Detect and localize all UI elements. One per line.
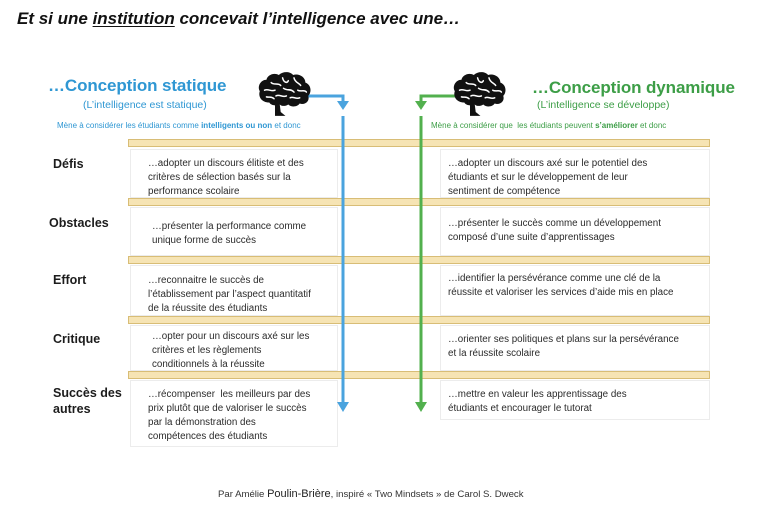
dynamic-text-defis: …adopter un discours axé sur le potentie… (448, 157, 647, 199)
text-line: étudiants et encourager le tutorat (448, 403, 592, 414)
dynamic-lead: Mène à considérer que les étudiants peuv… (431, 121, 666, 130)
dynamic-lead-start: Mène à considérer que les étudiants peuv… (431, 121, 596, 130)
text-line: étudiants et sur le développement de leu… (448, 172, 628, 183)
text-line: …adopter un discours élitiste et des (148, 158, 304, 169)
static-lead-bold: intelligents ou non (201, 121, 273, 130)
row-separator-band (128, 139, 710, 147)
text-line: …présenter le succès comme un développem… (448, 218, 661, 229)
row-separator-band (128, 256, 710, 264)
text-line: sentiment de compétence (448, 186, 561, 197)
row-label-line: Défis (53, 157, 84, 171)
dynamic-lead-bold: s’améliorer (595, 121, 638, 130)
text-line: …adopter un discours axé sur le potentie… (448, 158, 648, 169)
static-lead-end: et donc (272, 121, 301, 130)
dynamic-text-effort: …identifier la persévérance comme une cl… (448, 272, 673, 300)
cell-dynamic (440, 325, 710, 371)
static-text-critique: …opter pour un discours axé sur les crit… (152, 330, 309, 372)
title-end: concevait l’intelligence avec une… (174, 9, 461, 28)
dynamic-heading: …Conception dynamique (532, 78, 735, 97)
text-line: l’établissement par l’aspect quantitatif (148, 289, 311, 300)
text-line: critères de sélection basés sur la (148, 172, 291, 183)
dynamic-arrowhead-top (415, 101, 427, 110)
dynamic-text-succes-des-autres: …mettre en valeur les apprentissage des … (448, 388, 627, 416)
brain-icon-graphic (453, 72, 506, 116)
text-line: …identifier la persévérance comme une cl… (448, 273, 661, 284)
row-separator-band (128, 198, 710, 206)
static-subtitle: (L’intelligence est statique) (83, 99, 207, 111)
title-start: Et si une (17, 9, 93, 28)
row-separator-band (128, 371, 710, 379)
row-separator-band (128, 316, 710, 324)
static-arrowhead-top (337, 101, 349, 110)
text-line: de la réussite des étudiants (148, 303, 268, 314)
cell-dynamic (440, 149, 710, 198)
text-line: …opter pour un discours axé sur les (152, 331, 310, 342)
cell-static (130, 207, 338, 256)
dynamic-text-critique: …orienter ses politiques et plans sur la… (448, 333, 679, 361)
row-label-effort: Effort (53, 272, 86, 288)
text-line: …mettre en valeur les apprentissage des (448, 389, 627, 400)
text-line: performance scolaire (148, 186, 240, 197)
row-label-line: Critique (53, 332, 101, 346)
row-label-line: Obstacles (49, 216, 109, 230)
row-label-obstacles: Obstacles (49, 215, 109, 231)
dynamic-arrowhead-bottom (415, 402, 427, 412)
text-line: …reconnaitre le succès de (148, 275, 264, 286)
text-line: réussite et valoriser les services d’aid… (448, 287, 674, 298)
dynamic-subtitle: (L’intelligence se développe) (537, 99, 670, 111)
static-arrowhead-bottom (337, 402, 349, 412)
text-line: et la réussite scolaire (448, 348, 541, 359)
page-title: Et si une institution concevait l’intell… (17, 9, 460, 29)
static-lead-start: Mène à considérer les étudiants comme (57, 121, 202, 130)
footer-end: , inspiré « Two Mindsets » de Carol S. D… (330, 489, 524, 500)
text-line: compétences des étudiants (148, 431, 268, 442)
text-line: …présenter la performance comme (152, 221, 307, 232)
cell-static (130, 149, 338, 198)
text-line: unique forme de succès (152, 235, 257, 246)
static-lead: Mène à considérer les étudiants comme in… (57, 121, 301, 130)
title-underlined-word: institution (92, 9, 175, 28)
footer-author-name: Poulin-Brière (267, 488, 331, 500)
text-line: composé d’une suite d’apprentissages (448, 232, 615, 243)
cell-static (130, 265, 338, 316)
text-line: par la démonstration des (148, 417, 256, 428)
brain-icon-graphic (258, 72, 311, 116)
row-label-line: autres (53, 402, 91, 416)
text-line: conditionnels à la réussite (152, 359, 265, 370)
row-label-line: Succès des (53, 386, 122, 400)
cell-static (130, 380, 338, 447)
row-label-line: Effort (53, 273, 87, 287)
dynamic-text-obstacles: …présenter le succès comme un développem… (448, 217, 661, 245)
row-label-succes-des-autres: Succès des autres (53, 385, 122, 417)
brain-icon (256, 71, 313, 117)
text-line: …orienter ses politiques et plans sur la… (448, 334, 679, 345)
dynamic-lead-end: et donc (637, 121, 667, 130)
static-heading: …Conception statique (48, 76, 227, 95)
credit-footer: Par Amélie Poulin-Brière, inspiré « Two … (218, 488, 524, 500)
text-line: …récompenser les meilleurs par des (148, 389, 311, 400)
text-line: prix plutôt que de valoriser le succès (148, 403, 307, 414)
row-label-critique: Critique (53, 331, 100, 347)
text-line: critères et les règlements (152, 345, 262, 356)
cell-static (130, 325, 338, 371)
static-text-succes-des-autres: …récompenser les meilleurs par des prix … (148, 388, 310, 444)
footer-start: Par Amélie (218, 489, 268, 500)
static-text-defis: …adopter un discours élitiste et des cri… (148, 157, 304, 199)
cell-dynamic (440, 265, 710, 316)
row-label-defis: Défis (53, 156, 84, 172)
static-text-obstacles: …présenter la performance comme unique f… (152, 220, 306, 248)
cell-dynamic (440, 207, 710, 256)
brain-icon (451, 71, 508, 117)
static-text-effort: …reconnaitre le succès de l’établissemen… (148, 274, 311, 316)
cell-dynamic (440, 380, 710, 420)
